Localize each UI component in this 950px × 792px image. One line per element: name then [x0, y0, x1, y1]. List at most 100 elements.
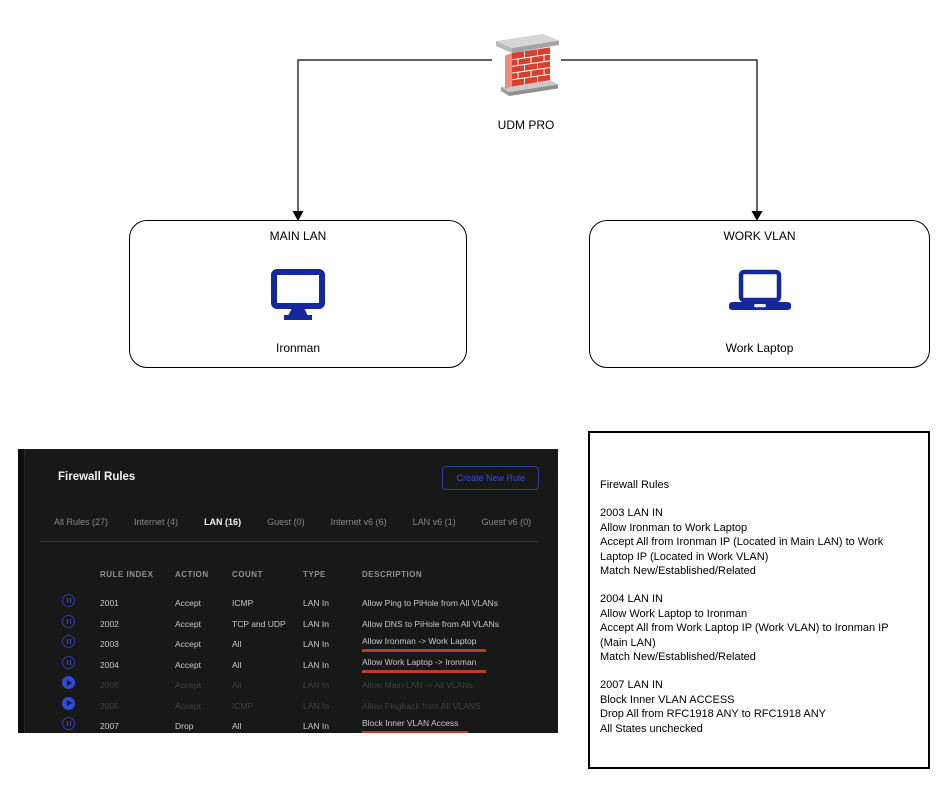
rule-action: Accept	[175, 639, 201, 650]
tab-guest-0[interactable]: Guest (0)	[267, 517, 305, 527]
rule-description-cell: Allow Work Laptop -> Ironman	[362, 657, 546, 673]
rule-description-highlighted: Block Inner VLAN Access	[362, 718, 469, 733]
rule-state-cell	[62, 614, 100, 633]
notes-line: Match New/Established/Related	[600, 651, 756, 664]
tab-internet-v6-6[interactable]: Internet v6 (6)	[330, 517, 387, 527]
main-lan-title: MAIN LAN	[269, 229, 327, 243]
rule-description: Allow Ping to PiHole from All VLANs	[362, 598, 499, 609]
rule-state-cell	[62, 717, 100, 733]
rule-type: LAN In	[303, 659, 329, 670]
rule-action: Drop	[175, 721, 194, 732]
rule-index: 2005	[100, 680, 119, 691]
tab-guest-v6-0[interactable]: Guest v6 (0)	[481, 517, 532, 527]
work-vlan-zone: WORK VLAN Work Laptop	[589, 220, 930, 368]
rule-description-cell: Allow DNS to PiHole from All VLANs	[362, 619, 546, 629]
notes-block-heading: 2007 LAN IN	[600, 679, 663, 692]
rule-type: LAN In	[303, 721, 329, 732]
rule-count: All	[232, 659, 242, 670]
rule-row-2007[interactable]: 2007 Drop All LAN In Block Inner VLAN Access	[62, 716, 546, 733]
rule-description-cell: Block Inner VLAN Access	[362, 718, 546, 733]
rule-action: Accept	[175, 598, 201, 609]
column-header-action: ACTION	[175, 569, 209, 579]
notes-line: Accept All from Ironman IP (Located in M…	[600, 536, 884, 563]
work-vlan-title: WORK VLAN	[723, 229, 796, 243]
rule-row-2002[interactable]: 2002 Accept TCP and UDP LAN In Allow DNS to …	[62, 614, 546, 635]
rule-description-cell: Allow Ping to PiHole from All VLANs	[362, 598, 546, 608]
notes-line: Block Inner VLAN ACCESS	[600, 693, 735, 706]
notes-line: Allow Ironman to Work Laptop	[600, 521, 748, 534]
rule-description: Allow Pingback from All VLANS	[362, 700, 481, 711]
panel-edge-sliver	[18, 449, 25, 733]
tab-lan-v6-1[interactable]: LAN v6 (1)	[412, 517, 456, 527]
laptop-icon	[728, 269, 791, 310]
play-rule-icon[interactable]	[62, 696, 75, 710]
rule-type: LAN In	[303, 700, 329, 711]
desktop-monitor-icon	[271, 269, 325, 320]
rule-row-2006[interactable]: 2006 Accept ICMP LAN In Allow Pingback from …	[62, 696, 546, 717]
tab-all-rules-27[interactable]: All Rules (27)	[54, 517, 109, 527]
rule-description-highlighted: Allow Ironman -> Work Laptop	[362, 636, 487, 653]
rule-description: Allow Main-LAN -> All VLANs	[362, 680, 473, 691]
play-rule-icon[interactable]	[62, 676, 75, 690]
rule-action: Accept	[175, 700, 201, 711]
rule-count: ICMP	[232, 598, 254, 609]
work-vlan-device-label: Work Laptop	[725, 341, 794, 355]
tab-internet-4[interactable]: Internet (4)	[134, 517, 179, 527]
notes-title: Firewall Rules	[600, 479, 670, 491]
pause-rule-icon[interactable]	[62, 614, 75, 628]
rule-state-cell	[62, 655, 100, 674]
notes-line: Accept All from Work Laptop IP (Work VLA…	[600, 622, 889, 649]
rule-description-cell: Allow Ironman -> Work Laptop	[362, 636, 546, 653]
rules-tabs: All Rules (27) Internet (4) LAN (16) Guest …	[54, 517, 538, 527]
rule-type: LAN In	[303, 680, 329, 691]
rule-type: LAN In	[303, 639, 329, 650]
rule-type: LAN In	[303, 618, 329, 629]
rule-action: Accept	[175, 618, 201, 629]
pause-rule-icon[interactable]	[62, 635, 75, 649]
notes-block-heading: 2004 LAN IN	[600, 593, 663, 606]
pause-rule-icon[interactable]	[62, 594, 75, 608]
rule-action: Accept	[175, 659, 201, 670]
tabs-divider	[40, 541, 538, 542]
column-header-type: TYPE	[303, 569, 326, 579]
main-lan-zone: MAIN LAN Ironman	[129, 220, 467, 368]
rule-count: All	[232, 721, 242, 732]
notes-line: Allow Work Laptop to Ironman	[600, 607, 748, 620]
rule-description-cell: Allow Main-LAN -> All VLANs	[362, 680, 546, 690]
notes-line: Drop All from RFC1918 ANY to RFC1918 ANY	[600, 708, 827, 721]
main-lan-device-label: Ironman	[275, 341, 321, 355]
rule-description-highlighted: Allow Work Laptop -> Ironman	[362, 657, 487, 673]
rule-state-cell	[62, 635, 100, 653]
firewall-rules-panel-title: Firewall Rules	[58, 471, 136, 483]
rule-description: Allow DNS to PiHole from All VLANs	[362, 618, 499, 629]
rule-description-cell: Allow Pingback from All VLANS	[362, 701, 546, 711]
notes-line: Match New/Established/Related	[600, 565, 756, 578]
rule-index: 2002	[100, 618, 119, 629]
rule-index: 2003	[100, 639, 119, 650]
rule-state-cell	[62, 676, 100, 694]
rule-count: ICMP	[232, 700, 254, 711]
rule-count: TCP and UDP	[232, 618, 286, 629]
firewall-rules-panel: Firewall Rules Create New Rule All Rules…	[18, 449, 558, 733]
rule-index: 2006	[100, 700, 119, 711]
notes-block-heading: 2003 LAN IN	[600, 507, 663, 520]
column-header-rule-index: RULE INDEX	[100, 569, 154, 579]
create-new-rule-button[interactable]: Create New Rule	[442, 466, 539, 490]
firewall-brick-icon	[496, 34, 559, 96]
pause-rule-icon[interactable]	[62, 717, 75, 731]
rule-index: 2007	[100, 721, 119, 732]
rule-action: Accept	[175, 680, 201, 691]
tab-lan-16[interactable]: LAN (16)	[204, 517, 242, 527]
pause-rule-icon[interactable]	[62, 655, 75, 669]
